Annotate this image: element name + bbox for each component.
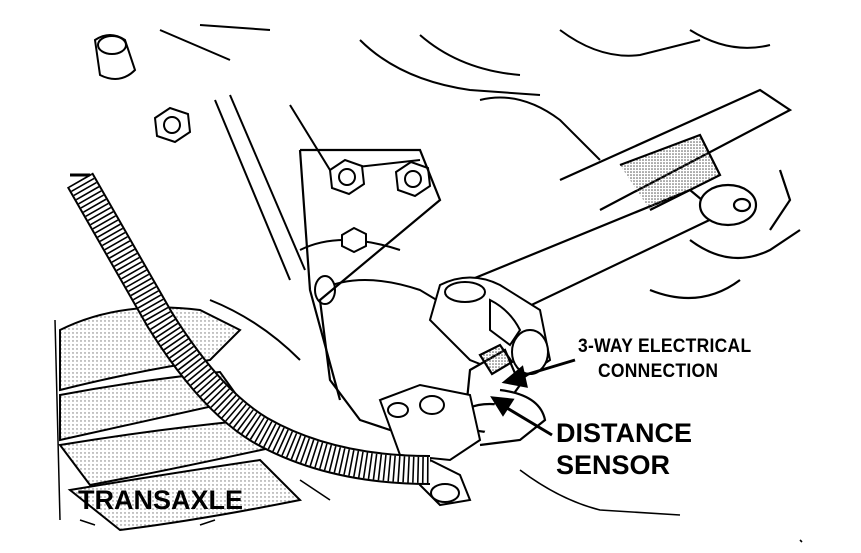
connection-label-line2: CONNECTION	[598, 361, 719, 382]
mount-bracket	[298, 148, 442, 442]
lower-detail	[79, 469, 803, 543]
sensor-label-line2: SENSOR	[556, 450, 671, 480]
sensor-label-line1: DISTANCE	[556, 418, 693, 448]
connection-arrowhead	[501, 365, 528, 388]
wiring-harness	[66, 172, 431, 485]
transaxle-label: TRANSAXLE	[78, 485, 244, 515]
callout-arrows	[490, 358, 576, 437]
housing-bolts	[153, 106, 432, 305]
cv-joint	[428, 276, 552, 382]
sensor-arrowhead	[490, 396, 515, 417]
sensor-leader-line	[501, 403, 553, 437]
sensor-mount	[378, 383, 482, 507]
drive-shaft	[469, 88, 801, 321]
engine-block-lines	[93, 24, 771, 361]
connection-label-line1: 3-WAY ELECTRICAL	[578, 336, 752, 357]
